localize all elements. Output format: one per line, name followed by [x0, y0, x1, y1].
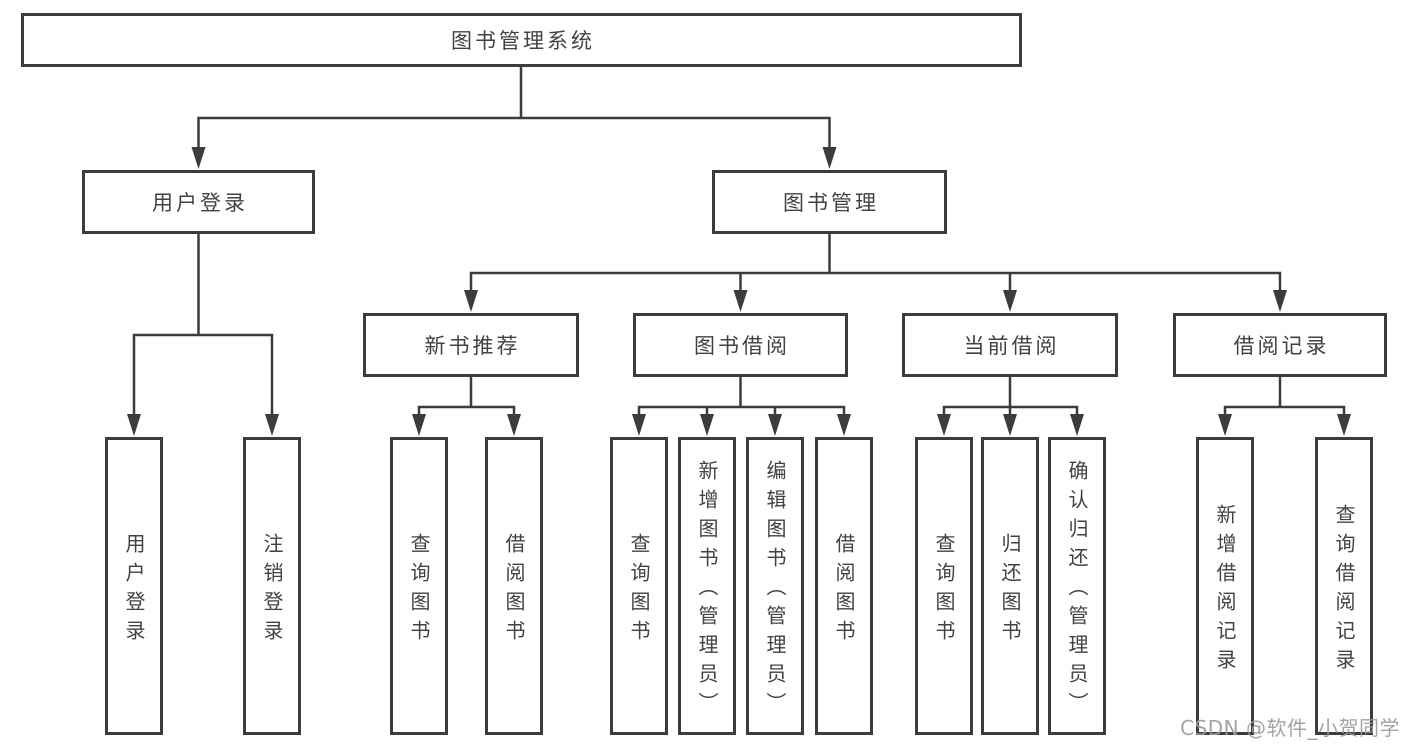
connector-borrowing-records-to-leaves: [1218, 377, 1351, 436]
connector-line: [132, 233, 274, 415]
node-label: 确认归还（管理员）: [1065, 460, 1089, 721]
node-query-books-current: 查询图书: [915, 437, 973, 735]
connector-line: [637, 377, 846, 415]
arrow-down-icon: [1003, 290, 1017, 312]
connector-line: [197, 67, 831, 148]
arrow-down-icon: [937, 414, 951, 436]
connector-line: [417, 377, 516, 415]
node-current-borrowing: 当前借阅: [902, 313, 1118, 377]
node-book-management: 图书管理: [712, 170, 947, 234]
node-query-books-recommend: 查询图书: [390, 437, 448, 735]
node-label: 借阅图书: [502, 532, 526, 649]
node-book-borrowing: 图书借阅: [633, 313, 848, 377]
node-label: 新增图书（管理员）: [695, 460, 719, 721]
node-user-login-action: 用户登录: [105, 437, 163, 735]
arrow-down-icon: [1337, 414, 1351, 436]
arrow-down-icon: [837, 414, 851, 436]
node-borrowing-records: 借阅记录: [1173, 313, 1387, 377]
node-label: 归还图书: [998, 532, 1022, 649]
connector-line: [942, 377, 1079, 415]
node-confirm-return-admin: 确认归还（管理员）: [1048, 437, 1106, 735]
arrow-down-icon: [464, 290, 478, 312]
node-new-book-recommendation: 新书推荐: [363, 313, 579, 377]
connector-line: [469, 233, 1282, 291]
arrow-down-icon: [507, 414, 521, 436]
arrow-down-icon: [822, 147, 837, 169]
node-label: 查询图书: [627, 532, 651, 649]
node-label: 用户登录: [152, 191, 248, 215]
arrow-down-icon: [412, 414, 426, 436]
node-label: 编辑图书（管理员）: [763, 460, 787, 721]
arrow-down-icon: [632, 414, 646, 436]
node-borrow-books-recommend: 借阅图书: [485, 437, 543, 735]
watermark: CSDN @软件_小贺同学: [1180, 716, 1400, 740]
node-label: 当前借阅: [963, 334, 1060, 358]
node-label: 图书管理: [783, 191, 879, 215]
arrow-down-icon: [733, 290, 748, 312]
arrow-down-icon: [191, 147, 206, 169]
arrow-down-icon: [768, 414, 782, 436]
node-borrow-books-action: 借阅图书: [815, 437, 873, 735]
node-label: 新书推荐: [424, 334, 521, 358]
node-query-books-borrowing: 查询图书: [610, 437, 668, 735]
node-user-login: 用户登录: [82, 170, 315, 234]
arrow-down-icon: [127, 414, 141, 436]
node-add-book-admin: 新增图书（管理员）: [678, 437, 736, 735]
connector-user-login-to-leaves: [127, 233, 279, 436]
connector-book-borrowing-to-leaves: [632, 377, 851, 436]
connector-root-to-level2: [191, 67, 837, 169]
node-label: 借阅图书: [832, 532, 856, 649]
node-label: 查询图书: [932, 532, 956, 649]
node-label: 图书借阅: [694, 334, 790, 358]
node-query-borrowing-record: 查询借阅记录: [1315, 437, 1373, 735]
node-logout: 注销登录: [243, 437, 301, 735]
node-label: 新增借阅记录: [1213, 503, 1237, 678]
node-label: 借阅记录: [1233, 334, 1330, 358]
arrow-down-icon: [265, 414, 279, 436]
node-add-borrowing-record: 新增借阅记录: [1196, 437, 1254, 735]
connector-line: [1223, 377, 1346, 415]
arrow-down-icon: [1218, 414, 1232, 436]
node-label: 注销登录: [260, 532, 284, 649]
node-label: 图书管理系统: [451, 29, 595, 53]
arrow-down-icon: [1070, 414, 1084, 436]
connector-new-book-recommendation-to-leaves: [412, 377, 521, 436]
node-return-books: 归还图书: [981, 437, 1039, 735]
node-label: 查询图书: [407, 532, 431, 649]
node-label: 查询借阅记录: [1332, 503, 1356, 678]
arrow-down-icon: [1003, 414, 1017, 436]
arrow-down-icon: [1273, 290, 1287, 312]
node-label: 用户登录: [122, 532, 146, 649]
node-edit-book-admin: 编辑图书（管理员）: [746, 437, 804, 735]
arrow-down-icon: [700, 414, 714, 436]
connector-current-borrowing-to-leaves: [937, 377, 1084, 436]
connector-book-management-to-level3: [464, 233, 1287, 312]
node-library-management-system: 图书管理系统: [21, 13, 1022, 67]
